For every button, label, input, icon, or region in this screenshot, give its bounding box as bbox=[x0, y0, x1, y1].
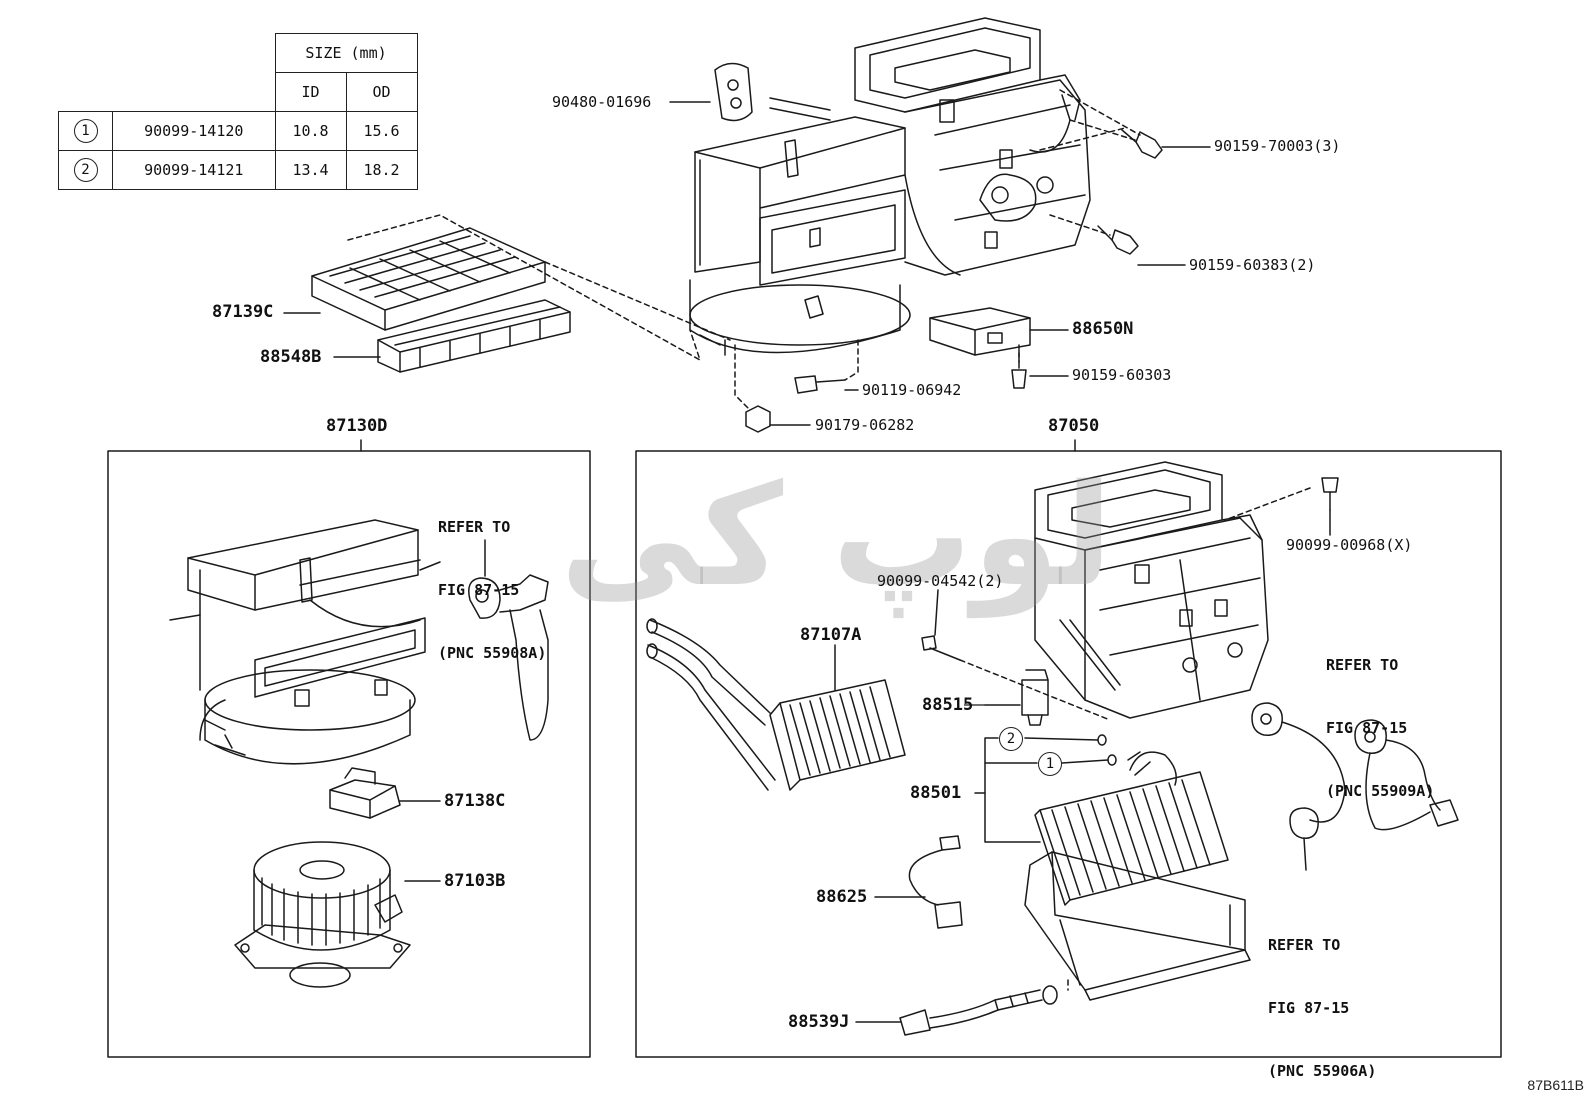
refer-line: (PNC 55908A) bbox=[438, 644, 547, 662]
refer-line: REFER TO bbox=[1268, 936, 1341, 954]
label-90099-00968: 90099-00968(X) bbox=[1286, 536, 1413, 554]
label-87139C: 87139C bbox=[212, 302, 274, 322]
table-row: 1 90099-14120 10.8 15.6 bbox=[58, 111, 418, 151]
row-part: 90099-14121 bbox=[112, 150, 276, 190]
bolt-90099-04542 bbox=[921, 635, 961, 661]
label-87103B: 87103B bbox=[444, 871, 506, 891]
o-ring-mark-2: 2 bbox=[999, 727, 1023, 751]
drain-hose-88539J bbox=[899, 985, 1058, 1036]
label-90159-70003: 90159-70003(3) bbox=[1214, 137, 1341, 155]
bolt-90119-06942 bbox=[794, 375, 846, 394]
label-90099-04542: 90099-04542(2) bbox=[877, 572, 1004, 590]
blower-motor-87103B bbox=[234, 841, 411, 988]
actuator-55909A bbox=[1354, 719, 1459, 831]
refer-line: (PNC 55906A) bbox=[1268, 1062, 1377, 1080]
label-88515: 88515 bbox=[922, 695, 974, 715]
size-table-header: SIZE (mm) bbox=[274, 33, 418, 73]
label-87138C: 87138C bbox=[444, 791, 506, 811]
blower-case-87130D bbox=[169, 519, 441, 765]
refer-line: FIG 87-15 bbox=[1268, 999, 1350, 1017]
size-col-id: ID bbox=[274, 72, 347, 112]
evaporator-88501 bbox=[1034, 751, 1229, 906]
filter-87139C bbox=[311, 227, 546, 331]
label-90159-60303: 90159-60303 bbox=[1072, 366, 1172, 384]
lower-case bbox=[1024, 851, 1251, 1001]
row-od: 18.2 bbox=[345, 150, 418, 190]
o-ring-mark-1: 1 bbox=[1038, 752, 1062, 776]
label-88650N: 88650N bbox=[1072, 319, 1134, 339]
heater-core-87107A bbox=[646, 618, 906, 791]
label-88548B: 88548B bbox=[260, 347, 322, 367]
hvac-unit-assembly bbox=[689, 17, 1091, 356]
label-87130D: 87130D bbox=[326, 416, 388, 436]
table-row: 2 90099-14121 13.4 18.2 bbox=[58, 150, 418, 190]
row-id: 13.4 bbox=[274, 150, 347, 190]
watermark: لوپ‌ کی bbox=[560, 455, 1117, 618]
nut-90179-06282 bbox=[745, 405, 771, 433]
refer-line: REFER TO bbox=[1326, 656, 1399, 674]
label-90179-06282: 90179-06282 bbox=[815, 416, 915, 434]
o-ring-2 bbox=[1097, 734, 1107, 746]
refer-line: (PNC 55909A) bbox=[1326, 782, 1435, 800]
label-87050: 87050 bbox=[1048, 416, 1100, 436]
group-box-87130D bbox=[107, 450, 591, 1058]
label-88501: 88501 bbox=[910, 783, 962, 803]
refer-note-55909A: REFER TO FIG 87-15 (PNC 55909A) bbox=[1326, 613, 1434, 823]
resistor-87138C bbox=[329, 767, 401, 819]
screw-90159-70003 bbox=[1121, 129, 1163, 159]
row-mark: 1 bbox=[73, 119, 98, 143]
row-mark: 2 bbox=[73, 158, 98, 182]
cover-88548B bbox=[377, 299, 571, 373]
row-part: 90099-14120 bbox=[112, 111, 276, 151]
refer-note-55908A: REFER TO FIG 87-15 (PNC 55908A) bbox=[438, 475, 546, 685]
actuator-55906A bbox=[1251, 702, 1346, 871]
refer-note-55906A: REFER TO FIG 87-15 (PNC 55906A) bbox=[1268, 893, 1376, 1103]
o-ring-1 bbox=[1107, 754, 1117, 766]
label-88625: 88625 bbox=[816, 887, 868, 907]
label-87107A: 87107A bbox=[800, 625, 862, 645]
group-box-87050 bbox=[635, 450, 1502, 1058]
actuator-55908A bbox=[468, 539, 549, 741]
resistor-88650N bbox=[929, 307, 1031, 356]
label-90159-60383: 90159-60383(2) bbox=[1189, 256, 1316, 274]
screw-90099-00968 bbox=[1321, 477, 1339, 511]
label-88539J: 88539J bbox=[788, 1012, 850, 1032]
screw-90159-60383 bbox=[1097, 225, 1139, 255]
label-90480-01696: 90480-01696 bbox=[552, 93, 652, 111]
row-id: 10.8 bbox=[274, 111, 347, 151]
refer-line: FIG 87-15 bbox=[438, 581, 520, 599]
expansion-valve-88515 bbox=[1021, 669, 1049, 726]
size-table: SIZE (mm) ID OD 1 90099-14120 10.8 15.6 … bbox=[58, 33, 418, 190]
refer-line: FIG 87-15 bbox=[1326, 719, 1408, 737]
refer-line: REFER TO bbox=[438, 518, 511, 536]
label-90119-06942: 90119-06942 bbox=[862, 381, 962, 399]
figure-code: 87B611B bbox=[1527, 1077, 1584, 1093]
row-od: 15.6 bbox=[345, 111, 418, 151]
size-col-od: OD bbox=[345, 72, 418, 112]
thermistor-88625 bbox=[908, 835, 963, 929]
cooling-case-87050 bbox=[1034, 461, 1269, 719]
grommet-90480-01696 bbox=[714, 62, 753, 122]
